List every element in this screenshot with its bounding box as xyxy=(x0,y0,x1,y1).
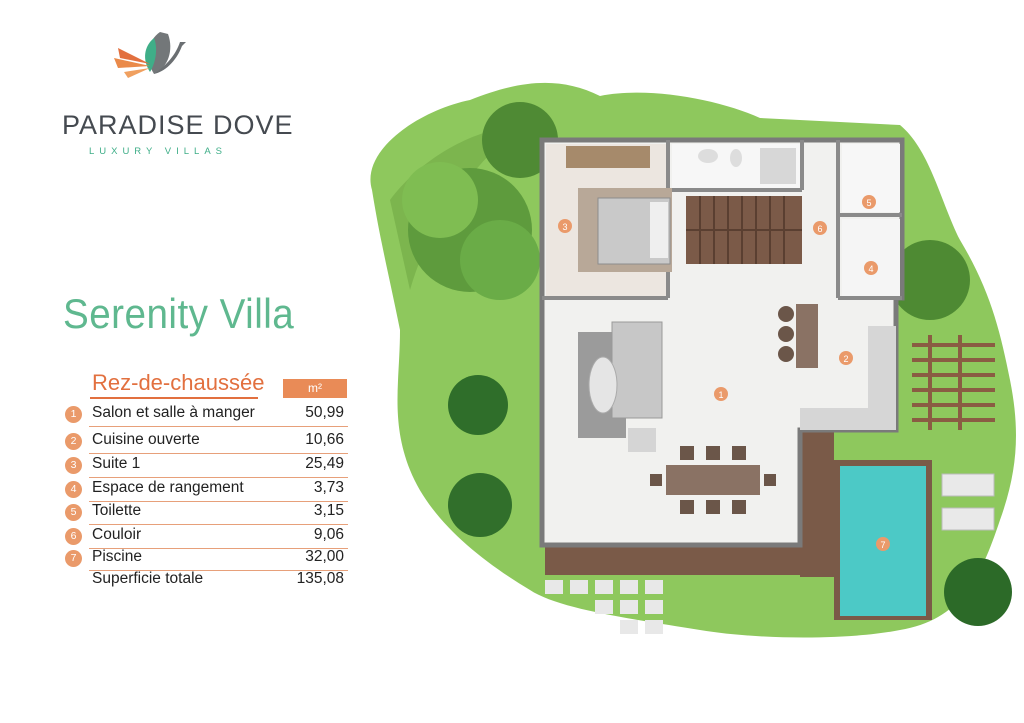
row-divider xyxy=(89,524,348,525)
room-area: 25,49 xyxy=(305,455,344,472)
dove-logo xyxy=(114,32,186,78)
stepping-stones xyxy=(545,580,663,634)
bar-stools xyxy=(778,306,794,362)
wardrobe xyxy=(566,146,650,168)
room-name: Suite 1 xyxy=(92,455,141,472)
staircase xyxy=(686,196,802,264)
pergola xyxy=(912,335,995,430)
room-badge-5: 5 xyxy=(862,195,876,209)
tree xyxy=(482,102,558,178)
room-number-badge: 1 xyxy=(65,406,82,423)
toilet xyxy=(730,149,742,167)
brand-tagline: LUXURY VILLAS xyxy=(88,146,228,157)
room-badge-1: 1 xyxy=(714,387,728,401)
room-name: Toilette xyxy=(92,502,142,519)
row-divider xyxy=(89,501,348,502)
svg-text:1: 1 xyxy=(718,390,723,400)
room-name: Piscine xyxy=(92,548,142,565)
tree xyxy=(402,162,478,238)
coffee-table xyxy=(588,356,618,414)
room-number-badge: 5 xyxy=(65,504,82,521)
tree xyxy=(890,240,970,320)
room-row: 2 Cuisine ouverte 10,66 xyxy=(65,431,348,454)
row-divider xyxy=(89,453,348,454)
sun-lounger xyxy=(941,507,995,531)
room-number-badge: 7 xyxy=(65,550,82,567)
row-divider xyxy=(89,477,348,478)
room-name: Salon et salle à manger xyxy=(92,404,255,421)
armchair xyxy=(628,428,656,452)
tree xyxy=(460,220,540,300)
room-row: 1 Salon et salle à manger 50,99 xyxy=(65,404,348,427)
palm-tree xyxy=(448,473,512,537)
sofa xyxy=(611,321,663,419)
shower xyxy=(760,148,796,184)
pillows xyxy=(650,202,668,258)
svg-text:4: 4 xyxy=(868,264,873,274)
brand-name: PARADISE DOVE xyxy=(62,110,294,140)
total-row: Superficie totale 135,08 xyxy=(65,570,348,592)
wooden-deck xyxy=(545,545,827,575)
kitchen-island xyxy=(796,304,818,368)
svg-text:5: 5 xyxy=(866,198,871,208)
sun-lounger xyxy=(941,473,995,497)
room-badge-3: 3 xyxy=(558,219,572,233)
room-number-badge: 2 xyxy=(65,433,82,450)
floor-underline xyxy=(90,397,258,399)
dining-table xyxy=(666,465,760,495)
floor-plan: 1 2 3 4 5 6 7 xyxy=(370,82,1016,638)
room-row: 6 Couloir 9,06 xyxy=(65,526,348,549)
room-badge-6: 6 xyxy=(813,221,827,235)
room-badge-2: 2 xyxy=(839,351,853,365)
svg-text:2: 2 xyxy=(843,354,848,364)
svg-text:6: 6 xyxy=(817,224,822,234)
svg-text:3: 3 xyxy=(562,222,567,232)
unit-badge: m² xyxy=(283,379,347,398)
room-area: 10,66 xyxy=(305,431,344,448)
room-row: 3 Suite 1 25,49 xyxy=(65,455,348,478)
room-name: Espace de rangement xyxy=(92,479,244,496)
svg-text:7: 7 xyxy=(880,540,885,550)
kitchen-counter xyxy=(800,408,894,430)
room-number-badge: 3 xyxy=(65,457,82,474)
room-area: 3,73 xyxy=(313,479,344,496)
room-row: 7 Piscine 32,00 xyxy=(65,548,348,571)
villa-title: Serenity Villa xyxy=(63,290,295,337)
pool-deck xyxy=(800,432,834,577)
room-area: 32,00 xyxy=(305,548,344,565)
palm-tree xyxy=(448,375,508,435)
total-area: 135,08 xyxy=(296,570,344,587)
room-badge-4: 4 xyxy=(864,261,878,275)
row-divider xyxy=(89,426,348,427)
room-area: 3,15 xyxy=(313,502,344,519)
room-row: 5 Toilette 3,15 xyxy=(65,502,348,525)
floor-label: Rez-de-chaussée xyxy=(92,370,265,395)
palm-tree xyxy=(944,558,1012,626)
washbasin xyxy=(698,149,718,163)
total-label: Superficie totale xyxy=(92,570,204,587)
row-divider xyxy=(89,548,348,549)
room-area: 9,06 xyxy=(313,526,344,543)
room-name: Cuisine ouverte xyxy=(92,431,200,448)
row-divider xyxy=(89,570,348,571)
room-badge-7: 7 xyxy=(876,537,890,551)
room-number-badge: 4 xyxy=(65,481,82,498)
storage-floor xyxy=(842,219,900,296)
dining-chairs xyxy=(650,446,776,514)
room-number-badge: 6 xyxy=(65,528,82,545)
room-name: Couloir xyxy=(92,526,142,543)
room-row: 4 Espace de rangement 3,73 xyxy=(65,479,348,502)
room-area: 50,99 xyxy=(305,404,344,421)
